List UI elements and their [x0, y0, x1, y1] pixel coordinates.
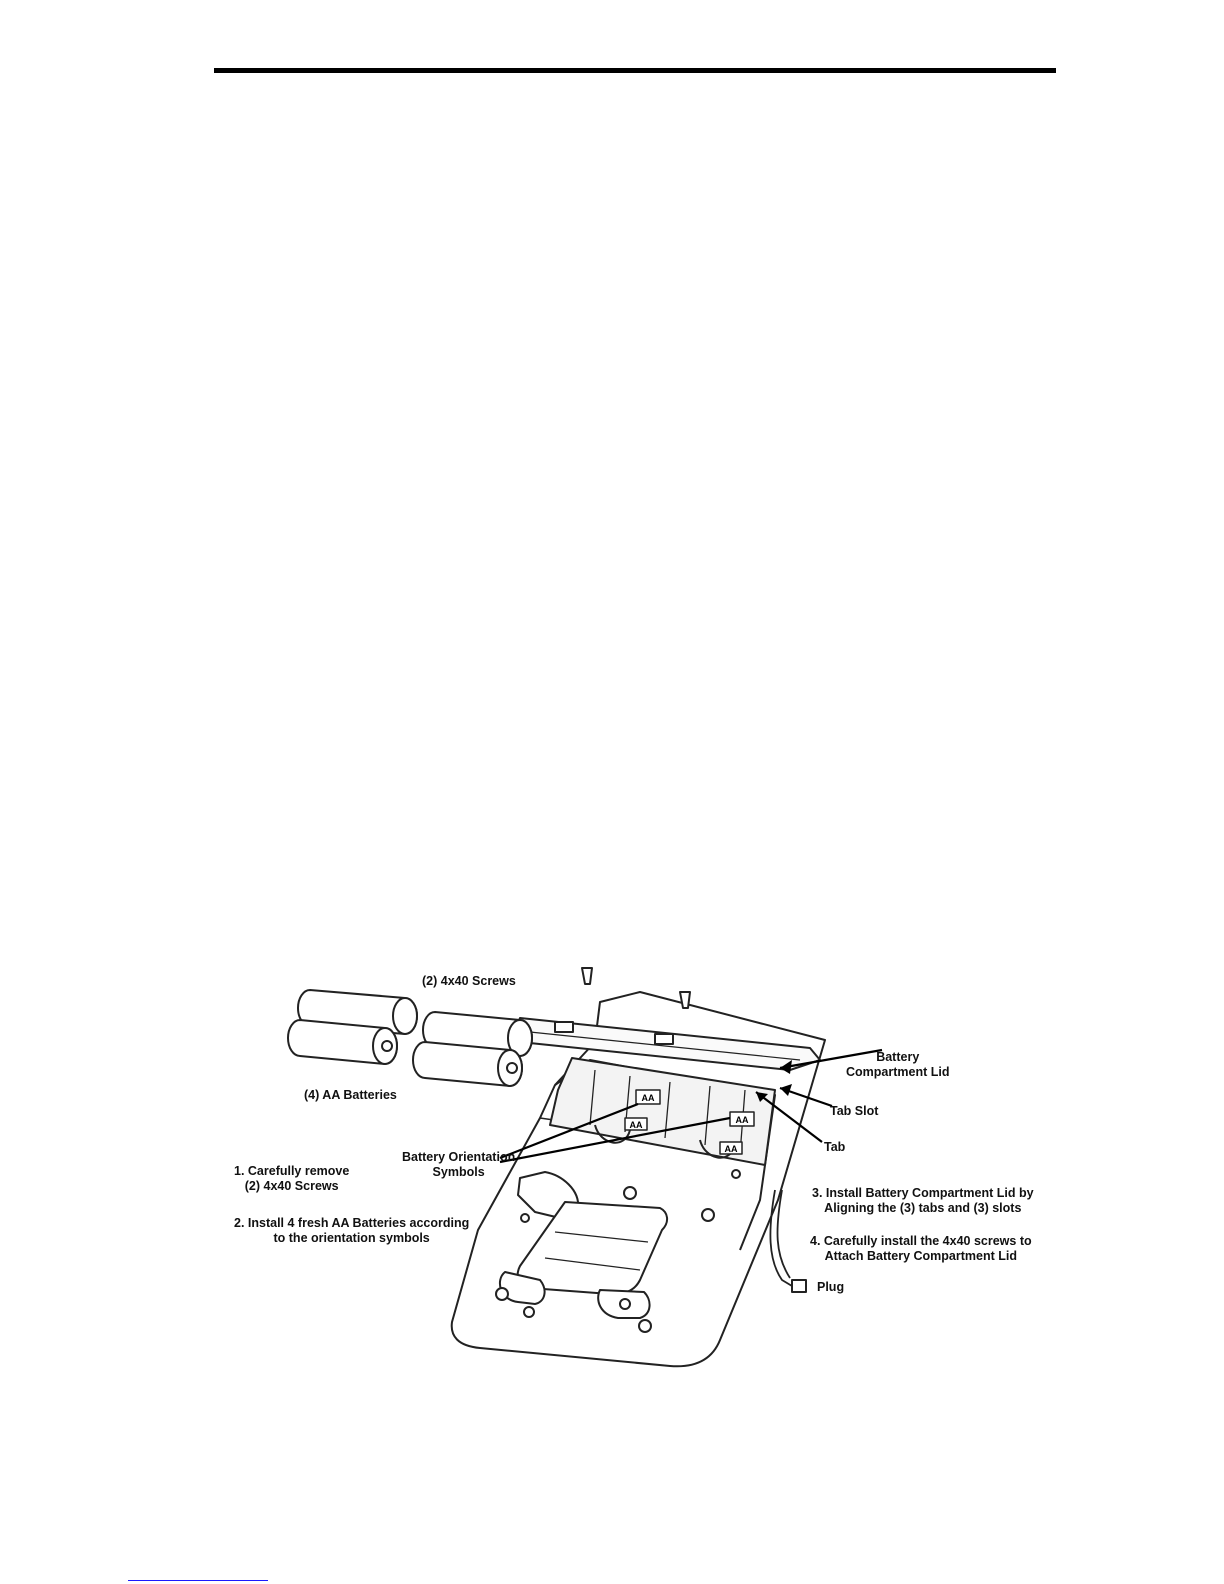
battery-orientation-symbol: AA — [630, 1120, 643, 1130]
step-3: 3. Install Battery Compartment Lid by Al… — [812, 1186, 1034, 1215]
leader-lid — [779, 1048, 883, 1070]
label-plug: Plug — [817, 1280, 845, 1294]
label-tab-slot: Tab Slot — [830, 1104, 879, 1118]
plug-wire — [769, 1189, 793, 1287]
battery-orientation-symbol: AA — [642, 1093, 655, 1103]
step-1: 1. Carefully remove (2) 4x40 Screws — [234, 1164, 350, 1193]
battery-compartment — [549, 1057, 776, 1166]
aa-battery-2 — [287, 1019, 398, 1065]
leader-tab — [755, 1091, 823, 1143]
battery-installation-diagram: AA AA AA AA (2) 4x40 Screws (4) AA Batterie… — [200, 950, 1080, 1390]
label-tab: Tab — [824, 1140, 846, 1154]
leader-orientation-1 — [499, 1102, 639, 1160]
screw-icon — [581, 967, 593, 985]
leader-orientation-2 — [499, 1116, 731, 1164]
label-batteries: (4) AA Batteries — [304, 1088, 397, 1102]
footnote-rule — [128, 1580, 268, 1581]
step-4: 4. Carefully install the 4x40 screws to … — [810, 1234, 1032, 1263]
label-orientation-symbols: Battery Orientation Symbols — [402, 1150, 516, 1179]
label-screws: (2) 4x40 Screws — [422, 974, 516, 988]
device-illustration: AA AA AA AA — [287, 967, 883, 1368]
screw-icon — [679, 991, 691, 1009]
header-rule — [214, 68, 1056, 73]
battery-orientation-symbol: AA — [736, 1115, 749, 1125]
step-2: 2. Install 4 fresh AA Batteries accordin… — [234, 1216, 470, 1245]
battery-orientation-symbol: AA — [725, 1144, 738, 1154]
aa-battery-4 — [412, 1041, 523, 1087]
label-battery-compartment-lid: Battery Compartment Lid — [846, 1050, 950, 1079]
plug-connector — [791, 1279, 807, 1293]
